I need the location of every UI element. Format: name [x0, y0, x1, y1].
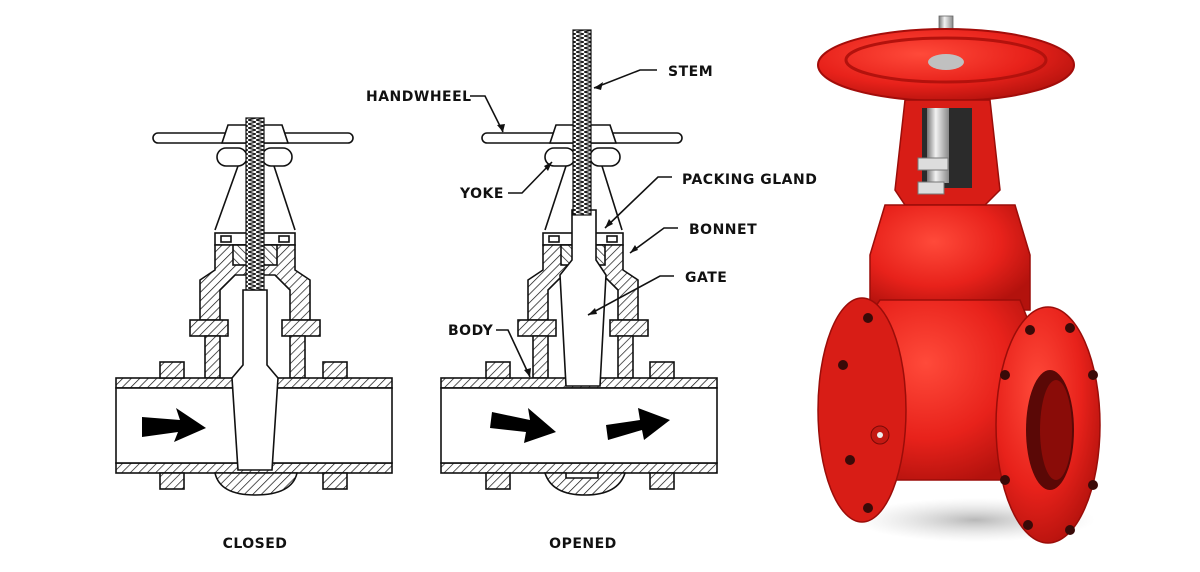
label-stem: STEM	[668, 64, 713, 80]
stem	[245, 117, 265, 291]
label-packing-gland: PACKING GLAND	[682, 172, 817, 188]
opened-valve-section	[440, 29, 718, 496]
label-gate: GATE	[685, 270, 727, 286]
gate	[231, 289, 279, 471]
label-bonnet: BONNET	[689, 222, 757, 238]
label-yoke: YOKE	[459, 186, 504, 202]
caption-closed: CLOSED	[223, 536, 288, 552]
label-handwheel: HANDWHEEL	[366, 89, 472, 105]
bonnet	[199, 244, 311, 321]
stem	[572, 29, 592, 216]
caption-opened: OPENED	[549, 536, 617, 552]
flow-arrow-icon	[606, 408, 670, 440]
flow-arrow-icon	[490, 408, 556, 443]
closed-valve-section	[115, 117, 393, 496]
labels: STEM HANDWHEEL YOKE PACKING GLAND BONNET…	[366, 64, 817, 378]
gate-valve-photo	[817, 15, 1101, 544]
flow-arrow-icon	[142, 408, 206, 442]
gate	[559, 209, 607, 387]
yoke	[216, 147, 248, 167]
label-body: BODY	[448, 323, 494, 339]
